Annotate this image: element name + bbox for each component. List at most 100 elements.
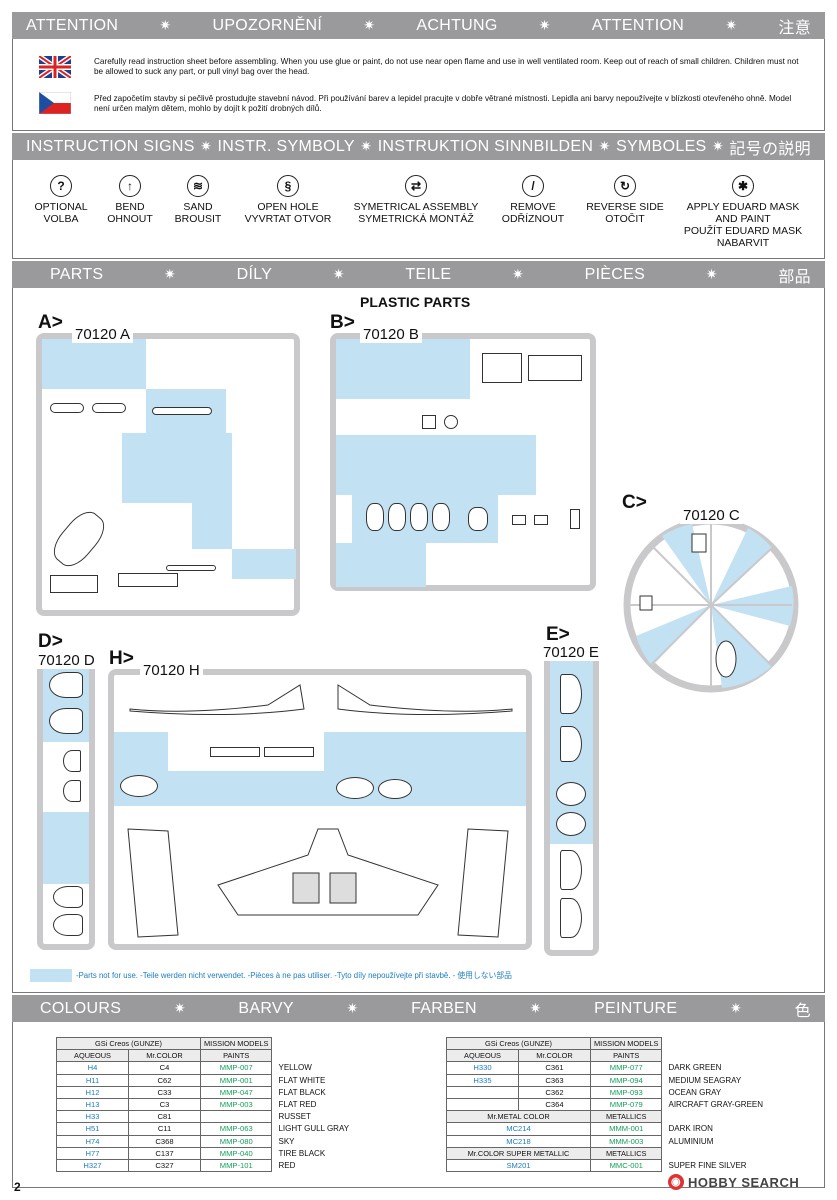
mask-icon: ✱ xyxy=(732,175,754,197)
sprue-a xyxy=(36,333,300,616)
colour-table-left: GSi Creos (GUNZE) MISSION MODELS AQUEOUS… xyxy=(56,1036,392,1173)
sign-label: VYVRTAT OTVOR xyxy=(244,213,332,225)
sprue-c-code: 70120 C xyxy=(680,507,743,524)
logo-icon: ◉ xyxy=(668,1174,684,1190)
sign-label: VOLBA xyxy=(43,213,79,225)
parts-band: PARTS✷ DÍLY✷ TEILE✷ PIÈCES✷ 部品 xyxy=(12,261,825,288)
table-header: PAINTS xyxy=(199,1049,273,1063)
sign-label: OPTIONAL xyxy=(34,201,88,213)
sign-reverse: ↻ REVERSE SIDE OTOČIT xyxy=(580,175,670,225)
sprue-a-letter: A> xyxy=(38,312,63,333)
sign-label: SAND xyxy=(183,201,213,213)
table-header: METALLICS xyxy=(589,1110,663,1124)
colours-band: COLOURS✷ BARVY✷ FARBEN✷ PEINTURE✷ 色 xyxy=(12,995,825,1022)
bend-icon: ↑ xyxy=(119,175,141,197)
attention-english-text: Carefully read instruction sheet before … xyxy=(94,57,799,76)
sign-label: AND PAINT xyxy=(715,213,771,225)
sprue-d-code: 70120 D xyxy=(36,652,97,669)
sprue-h-letter: H> xyxy=(109,648,134,669)
sign-remove: / REMOVE ODŘÍZNOUT xyxy=(494,175,572,225)
watermark: ◉ HOBBY SEARCH xyxy=(668,1174,799,1190)
table-header: Mr.COLOR xyxy=(518,1049,591,1063)
table-header: GSi Creos (GUNZE) xyxy=(56,1036,201,1051)
sign-label: POUŽÍT EDUARD MASK xyxy=(683,225,803,237)
band-label: PIÈCES xyxy=(584,265,646,283)
table-header: Mr.COLOR xyxy=(128,1049,201,1063)
band-label: ATTENTION xyxy=(26,16,119,34)
attention-band: ATTENTION✷ UPOZORNĚNÍ✷ ACHTUNG✷ ATTENTIO… xyxy=(12,12,825,39)
signs-band: INSTRUCTION SIGNS✷ INSTR. SYMBOLY✷ INSTR… xyxy=(12,133,825,160)
colours-box xyxy=(12,1022,825,1188)
sign-sand: ≋ SAND BROUSIT xyxy=(168,175,228,225)
band-label: SYMBOLES xyxy=(616,137,707,155)
sprue-b-code: 70120 B xyxy=(360,326,422,343)
sign-label: REMOVE xyxy=(510,201,556,213)
cz-flag-icon xyxy=(39,92,71,114)
signs-box xyxy=(12,160,825,259)
sprue-h xyxy=(108,669,532,950)
sprue-h-code: 70120 H xyxy=(140,662,203,679)
parts-box xyxy=(12,288,825,993)
sprue-b-letter: B> xyxy=(330,312,355,333)
sprue-e-letter: E> xyxy=(546,624,570,645)
reverse-icon: ↻ xyxy=(614,175,636,197)
not-used-legend: -Parts not for use. -Teile werden nicht … xyxy=(76,971,512,980)
sprue-c xyxy=(623,517,799,693)
page-number: 2 xyxy=(14,1180,21,1194)
band-label: COLOURS xyxy=(40,999,122,1017)
table-header: METALLICS xyxy=(589,1146,663,1160)
band-label: ATTENTION xyxy=(591,16,685,34)
band-label: 部品 xyxy=(778,268,811,286)
sand-icon: ≋ xyxy=(187,175,209,197)
sign-label: OTOČIT xyxy=(605,213,645,225)
sign-bend: ↑ BEND OHNOUT xyxy=(100,175,160,225)
sign-mask: ✱ APPLY EDUARD MASK AND PAINT POUŽÍT EDU… xyxy=(680,175,806,249)
table-header: PAINTS xyxy=(589,1049,663,1063)
band-label: 色 xyxy=(794,1002,811,1020)
band-label: 注意 xyxy=(778,19,811,37)
band-label: FARBEN xyxy=(411,999,477,1017)
sprue-d xyxy=(37,658,95,950)
watermark-text: HOBBY SEARCH xyxy=(688,1174,800,1190)
table-header: Mr.COLOR SUPER METALLIC xyxy=(446,1146,591,1160)
table-header: AQUEOUS xyxy=(56,1049,129,1063)
band-label: BARVY xyxy=(238,999,294,1017)
not-used-swatch xyxy=(30,969,72,982)
sign-optional: ? OPTIONAL VOLBA xyxy=(28,175,94,225)
sign-label: OHNOUT xyxy=(107,213,153,225)
sign-label: APPLY EDUARD MASK xyxy=(686,201,800,213)
remove-icon: / xyxy=(522,175,544,197)
band-label: ACHTUNG xyxy=(416,16,498,34)
table-header: GSi Creos (GUNZE) xyxy=(446,1036,591,1051)
sprue-b xyxy=(330,333,596,591)
sign-label: BEND xyxy=(115,201,145,213)
band-label: PARTS xyxy=(50,265,104,283)
plastic-parts-title: PLASTIC PARTS xyxy=(360,294,471,310)
sign-label: ODŘÍZNOUT xyxy=(501,213,565,225)
symmetric-icon: ⇄ xyxy=(405,175,427,197)
sprue-e xyxy=(544,650,599,956)
sign-symmetrical: ⇄ SYMETRICAL ASSEMBLY SYMETRICKÁ MONTÁŽ xyxy=(348,175,484,225)
uk-flag-icon xyxy=(39,56,71,78)
band-label: INSTR. SYMBOLY xyxy=(217,137,355,155)
sign-label: REVERSE SIDE xyxy=(586,201,664,213)
band-label: 記号の説明 xyxy=(729,140,811,158)
band-label: PEINTURE xyxy=(594,999,678,1017)
drill-icon: § xyxy=(277,175,299,197)
table-header: MISSION MODELS xyxy=(199,1036,273,1051)
band-label: DÍLY xyxy=(236,265,273,283)
table-header: Mr.METAL COLOR xyxy=(446,1110,591,1124)
